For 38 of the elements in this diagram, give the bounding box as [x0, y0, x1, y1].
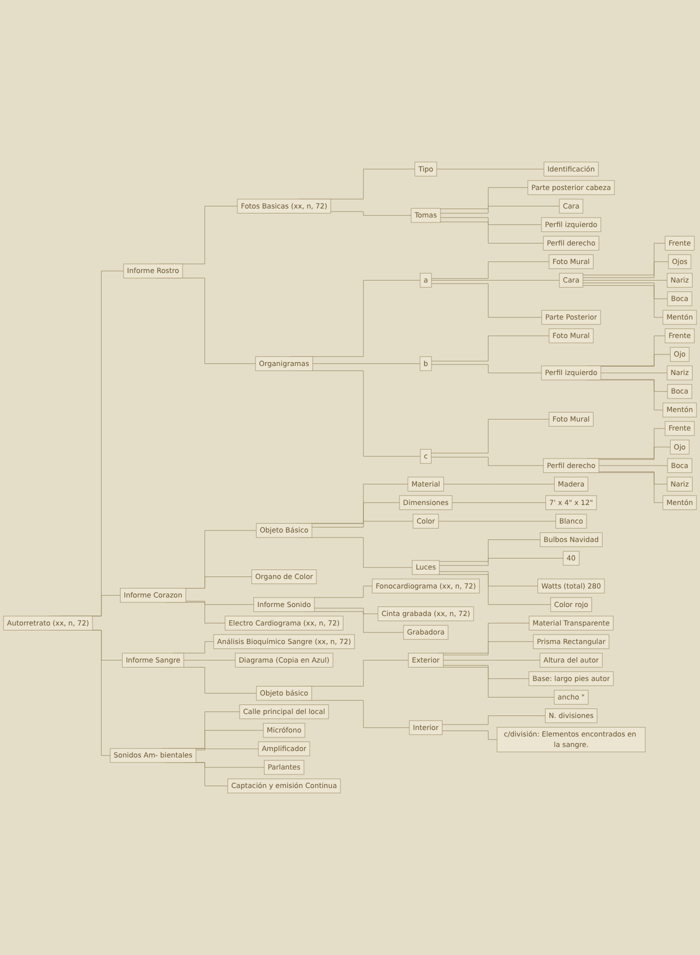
connector: [330, 211, 412, 216]
connector: [431, 336, 550, 362]
connector: [598, 472, 668, 484]
connector: [440, 217, 542, 225]
connector: [196, 748, 259, 750]
connector: [431, 456, 544, 466]
connector: [442, 716, 546, 725]
connector: [312, 520, 414, 528]
connector: [440, 222, 544, 244]
connector: [314, 586, 372, 598]
connector: [312, 363, 420, 364]
connector: [440, 187, 528, 210]
connector: [436, 168, 544, 170]
connector: [598, 446, 670, 460]
connector: [439, 540, 540, 562]
connector: [443, 641, 534, 656]
connector: [431, 419, 550, 454]
connector: [598, 465, 668, 466]
connector: [438, 520, 556, 522]
connector: [442, 730, 498, 740]
connector: [440, 206, 560, 214]
connector: [314, 608, 378, 614]
connector: [431, 283, 542, 318]
connector: [582, 282, 668, 300]
connector: [600, 372, 668, 374]
connector: [439, 571, 538, 586]
connector: [600, 379, 668, 392]
connector: [186, 600, 254, 605]
connector: [582, 285, 664, 318]
connector: [582, 242, 666, 276]
connector: [443, 665, 530, 679]
connector: [437, 574, 551, 605]
connector: [600, 354, 670, 366]
connector: [431, 262, 550, 279]
connector: [439, 558, 564, 566]
connector: [431, 364, 542, 374]
connector: [582, 262, 669, 278]
connector: [452, 502, 546, 503]
